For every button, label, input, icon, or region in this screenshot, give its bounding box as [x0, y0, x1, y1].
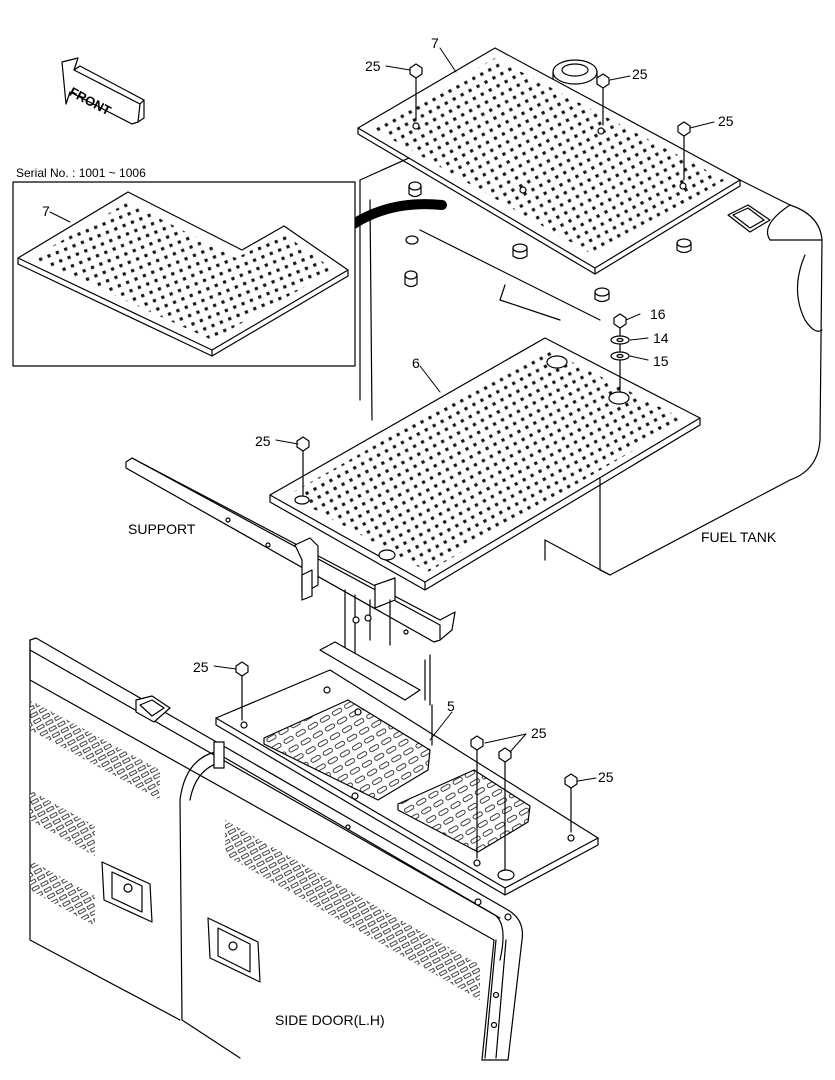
callout-7-inset: 7: [42, 203, 50, 219]
bolt-25-mid: [296, 436, 310, 496]
bolt-25-low-2: [470, 735, 484, 859]
washer-15: [610, 351, 630, 361]
callout-25-c: 25: [718, 113, 734, 129]
leader-lines: [49, 47, 715, 782]
callout-5: 5: [447, 698, 455, 714]
fuel-tank-label: FUEL TANK: [701, 529, 777, 545]
bolt-25-top-1: [409, 63, 423, 121]
support-bracket: [125, 457, 456, 706]
callout-15: 15: [653, 353, 669, 369]
support-label: SUPPORT: [128, 521, 196, 537]
bolt-25-low-4: [564, 773, 578, 833]
fuel-tank: [347, 59, 823, 576]
front-arrow-icon: [61, 57, 145, 125]
callout-25-a: 25: [365, 58, 381, 74]
callout-7-main: 7: [431, 35, 439, 51]
serial-inset-box: [12, 181, 356, 367]
serial-label: Serial No. : 1001 ~ 1006: [16, 166, 146, 180]
callout-25-b: 25: [632, 66, 648, 82]
bolt-25-top-2: [596, 73, 610, 126]
part-6-middle-plate: [269, 337, 701, 591]
side-door-label: SIDE DOOR(L.H): [275, 1012, 385, 1028]
callout-25-d: 25: [255, 433, 271, 449]
bolt-25-top-3: [677, 121, 691, 181]
callout-14: 14: [653, 330, 669, 346]
callout-6: 6: [412, 355, 420, 371]
washer-14: [610, 335, 630, 345]
callout-16: 16: [650, 306, 666, 322]
callout-25-g: 25: [598, 769, 614, 785]
bolt-25-low-3: [498, 747, 512, 871]
bolt-25-low-1: [235, 661, 249, 721]
part-7-top-plate: [357, 47, 741, 275]
callout-25-f: 25: [531, 725, 547, 741]
callout-25-e: 25: [193, 659, 209, 675]
part-5-grille-plate: [215, 669, 599, 896]
side-door: [29, 637, 524, 1061]
